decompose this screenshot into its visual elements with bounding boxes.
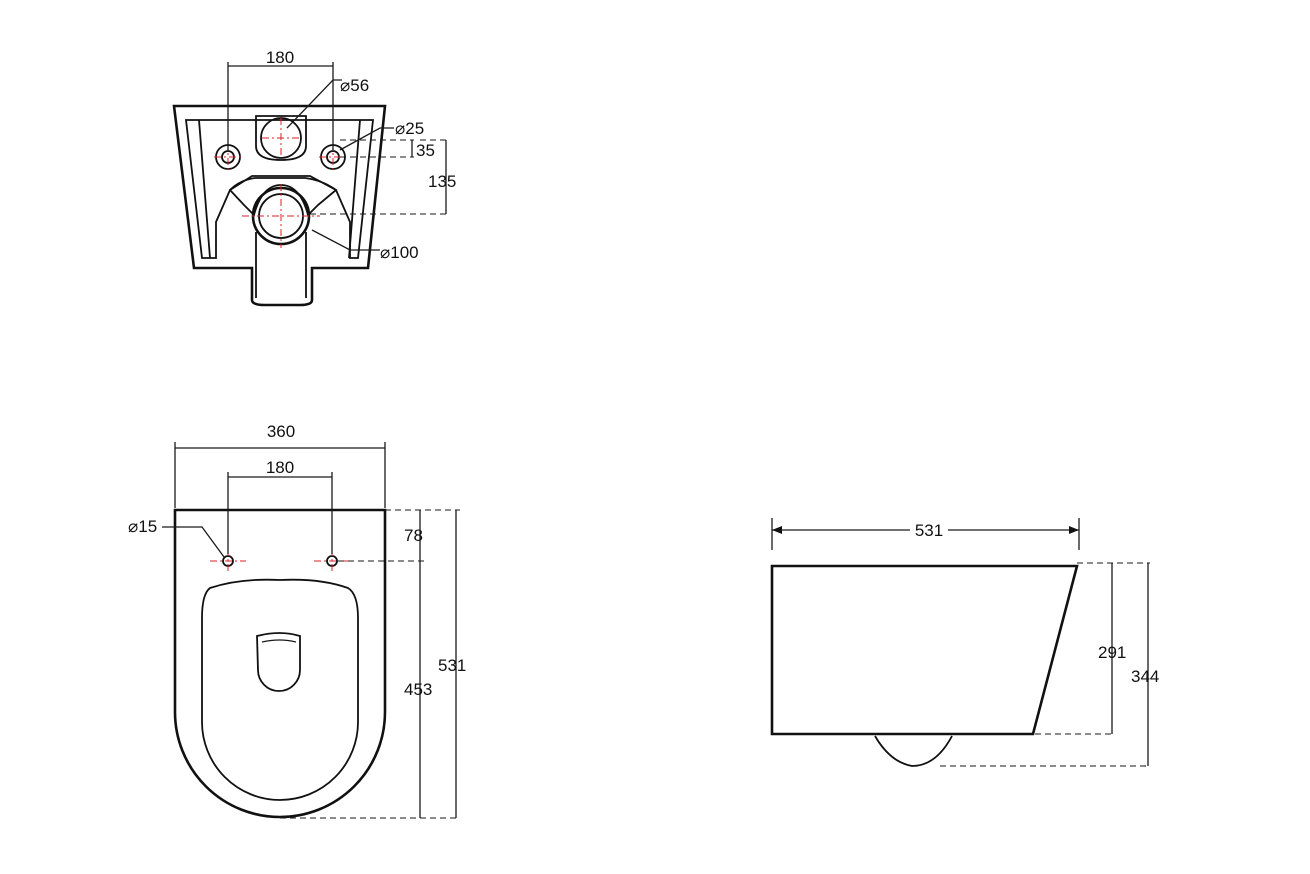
side-view: 531 291 344	[770, 518, 1159, 767]
back-inner-line-right	[348, 119, 361, 259]
plan-view: 360 180 ⌀15 78 453 531	[128, 422, 466, 819]
dim-label-d15: ⌀15	[128, 517, 157, 536]
plan-outline	[173, 508, 387, 819]
dim-label-344: 344	[1131, 667, 1159, 686]
side-outlet	[874, 735, 953, 767]
dim-label-78: 78	[404, 526, 423, 545]
dim-label-453: 453	[404, 680, 432, 699]
back-inner-line-left	[198, 119, 211, 259]
dim-label-180: 180	[266, 48, 294, 67]
side-outline	[770, 564, 1079, 736]
plan-bowl	[201, 578, 359, 801]
dim-label-531-plan: 531	[438, 656, 466, 675]
dim-arrow	[1069, 526, 1079, 534]
plan-outlet-rim	[261, 639, 297, 643]
leader-line	[311, 229, 380, 251]
dim-label-d100: ⌀100	[380, 243, 419, 262]
dim-label-291: 291	[1098, 643, 1126, 662]
back-central-body	[228, 177, 338, 217]
dim-label-bg	[910, 520, 948, 540]
dim-label-35: 35	[416, 141, 435, 160]
back-inner-frame	[184, 119, 375, 259]
leader-line	[339, 127, 394, 151]
dim-label-360: 360	[267, 422, 295, 441]
dim-label-135: 135	[428, 172, 456, 191]
back-view: 180 ⌀56 ⌀25 35 135 ⌀100	[172, 48, 456, 307]
back-outline	[172, 104, 387, 307]
dim-label-d56: ⌀56	[340, 76, 369, 95]
outlet-pipe	[255, 232, 307, 298]
leader-line	[286, 79, 342, 129]
back-inlet-box	[255, 115, 307, 161]
plan-outlet	[256, 632, 301, 692]
dim-label-180-plan: 180	[266, 458, 294, 477]
dim-label-531-side: 531	[915, 521, 943, 540]
dim-label-d25: ⌀25	[395, 119, 424, 138]
leader-line	[162, 526, 225, 558]
dim-arrow	[772, 526, 782, 534]
